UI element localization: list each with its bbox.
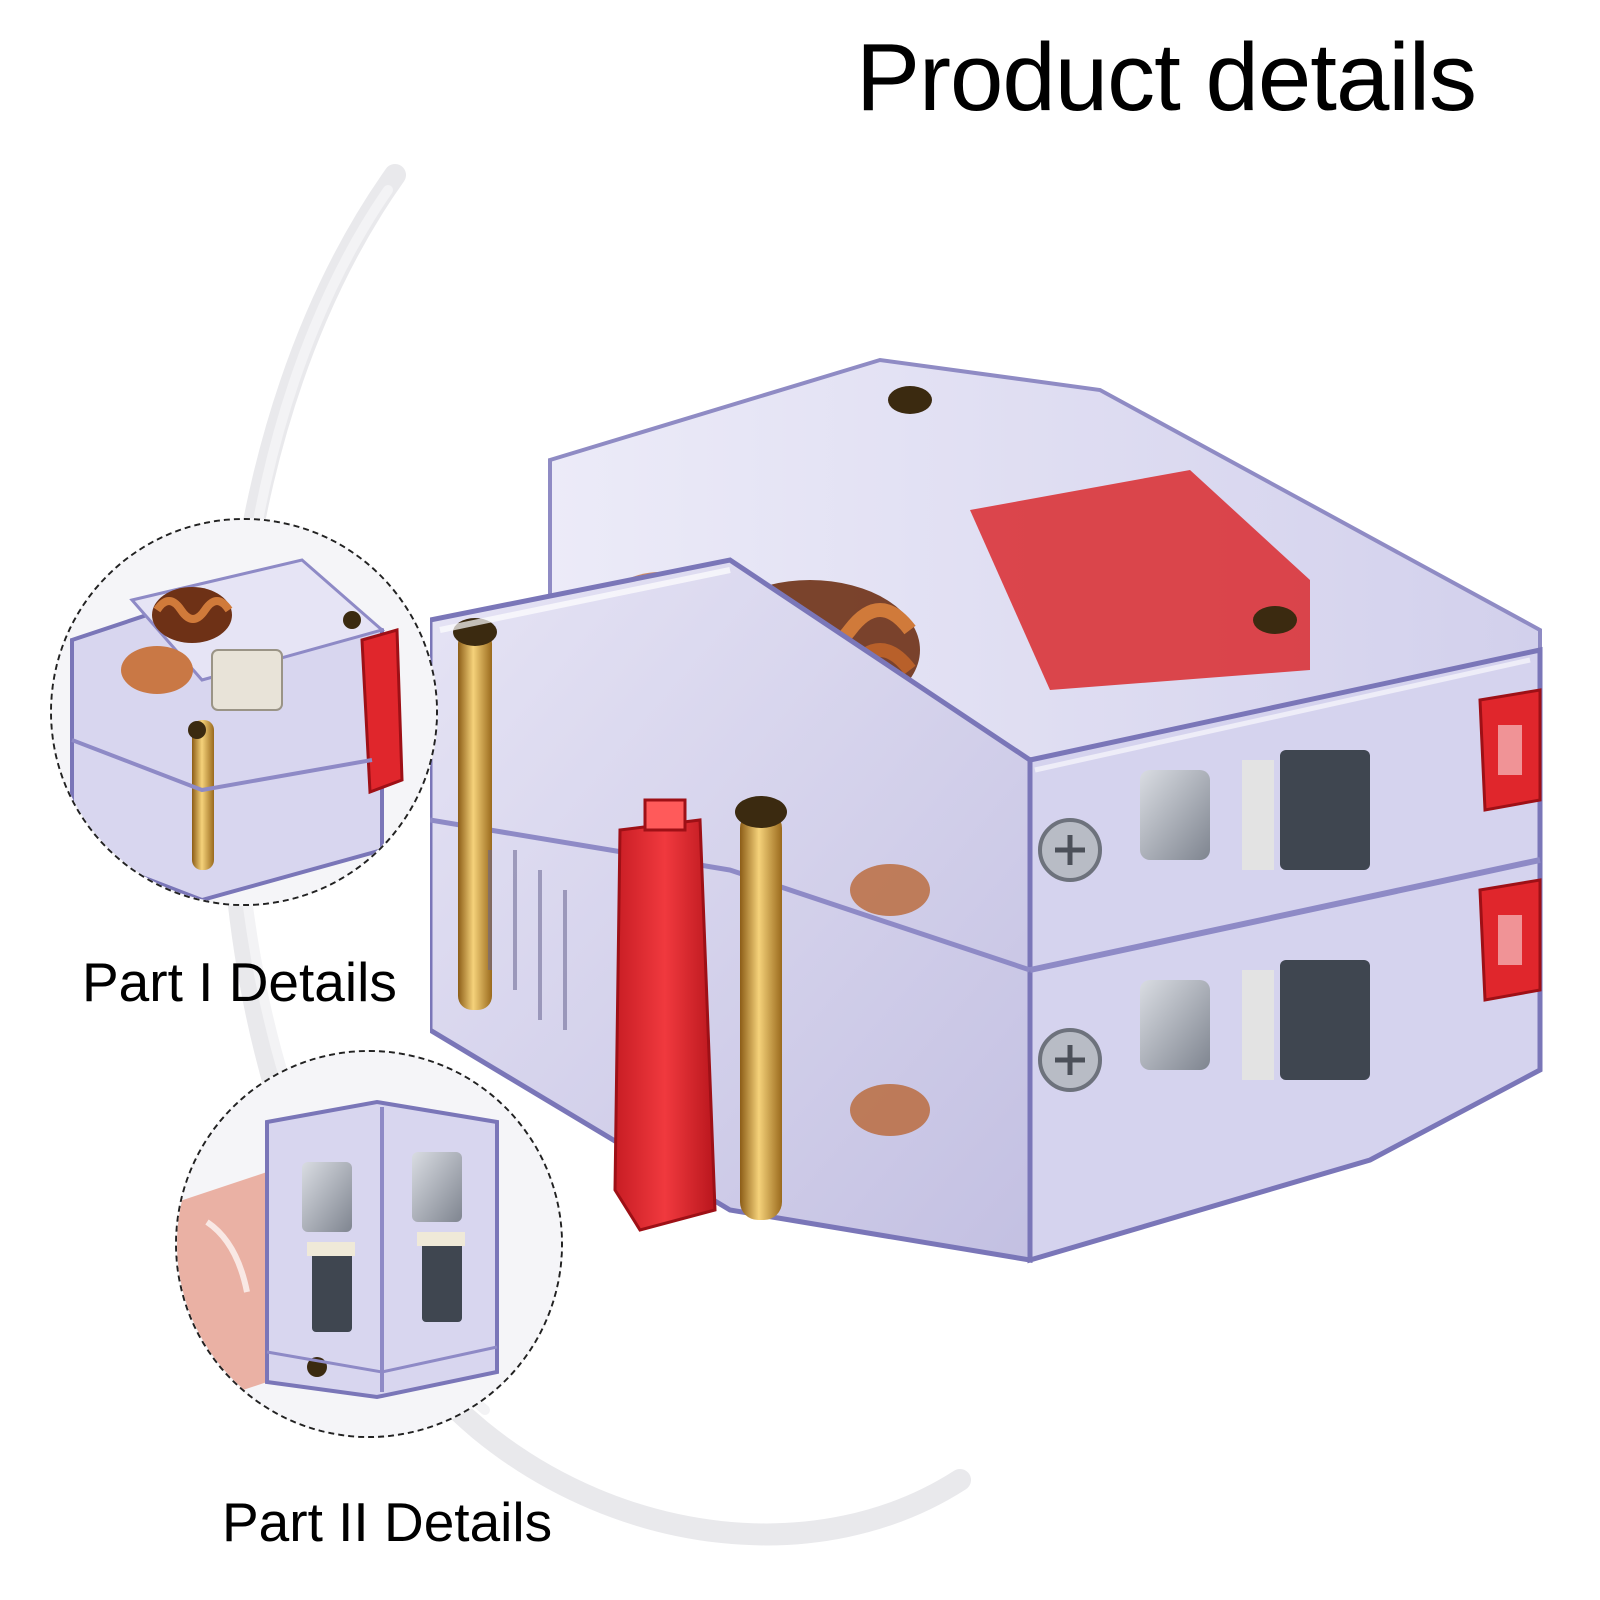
part-two-caption: Part II Details: [222, 1491, 553, 1553]
part-one-caption: Part I Details: [82, 951, 397, 1013]
page-title: Product details: [856, 24, 1477, 131]
circuit-breaker-photo: [430, 357, 1543, 1264]
part-two-detail-image: [175, 1050, 563, 1438]
part-one-detail-image: [50, 518, 438, 906]
